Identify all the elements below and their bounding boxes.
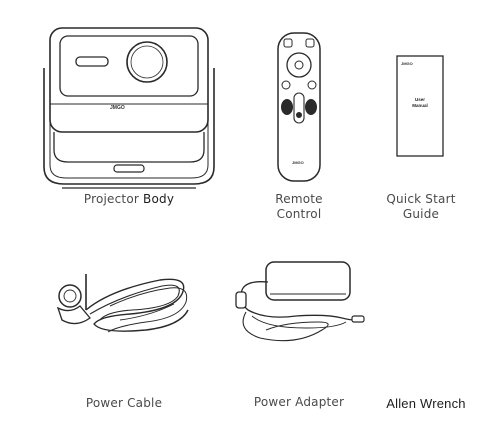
label-quick-start-guide: Quick Start Guide — [378, 192, 464, 222]
label-body-word: Body — [143, 192, 175, 206]
projector-icon — [43, 27, 215, 189]
power-adapter-icon — [235, 261, 365, 342]
label-projector-body: Projector Body — [56, 192, 202, 207]
label-projector-word: Projector — [83, 192, 140, 206]
label-remote-control: Remote Control — [256, 192, 342, 222]
label-power-adapter: Power Adapter — [253, 395, 345, 409]
label-quick-start-line1: Quick Start — [386, 192, 456, 206]
booklet-icon — [396, 55, 444, 157]
booklet-title-line1: User — [414, 97, 425, 102]
power-cable-icon — [56, 274, 189, 333]
label-remote-line2: Control — [276, 207, 322, 221]
booklet-title: User Manual — [395, 97, 445, 109]
label-allen-wrench: Allen Wrench — [386, 396, 466, 411]
projector-logo: JMGO — [110, 105, 125, 111]
remote-logo: JMGO — [292, 160, 304, 165]
label-quick-start-line2: Guide — [402, 207, 440, 221]
booklet-title-line2: Manual — [412, 103, 428, 108]
remote-control-icon — [277, 32, 321, 182]
booklet-logo: JMGO — [401, 61, 413, 66]
label-remote-line1: Remote — [275, 192, 323, 206]
label-power-cable: Power Cable — [85, 396, 163, 410]
